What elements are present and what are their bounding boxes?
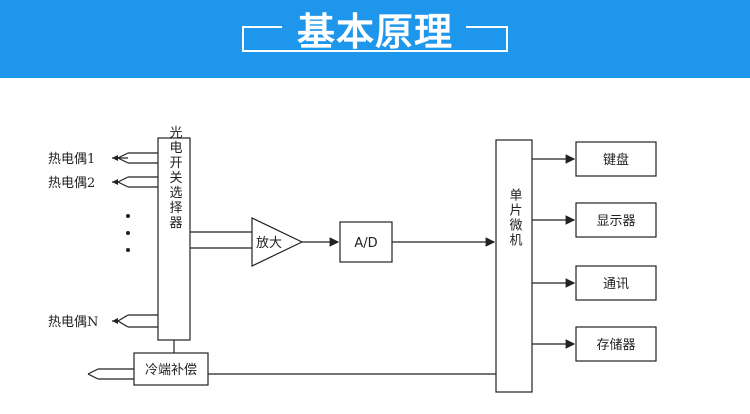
- header-banner: 基本原理: [0, 0, 750, 78]
- frame-left-top: [242, 26, 282, 28]
- frame-right-top: [466, 26, 508, 28]
- output-storage-label: 存储器: [596, 338, 635, 353]
- selector-label: 光电开关选择器: [167, 126, 183, 231]
- tc1-label: 热电偶1: [48, 152, 95, 167]
- tcn-label: 热电偶N: [48, 315, 98, 330]
- frame-left-vert: [242, 26, 244, 52]
- ellipsis-dot: [126, 214, 130, 218]
- tc2-label: 热电偶2: [48, 176, 95, 191]
- comm-box: [575, 265, 657, 301]
- block-diagram: 热电偶1 热电偶2 热电偶N 光电开关选择器 放大 A/D 单片微机 键盘 显示…: [48, 126, 657, 393]
- keyboard-box: [575, 141, 657, 177]
- mcu-box: [495, 139, 533, 393]
- ellipsis-dot: [126, 248, 130, 252]
- amp-triangle: [251, 217, 304, 267]
- display-box: [575, 202, 657, 238]
- ellipsis-dot: [126, 231, 130, 235]
- output-keyboard-label: 键盘: [603, 152, 629, 168]
- frame-bottom: [242, 50, 508, 52]
- frame-right-vert: [506, 26, 508, 52]
- output-comm-label: 通讯: [603, 277, 629, 292]
- amp-label: 放大: [256, 236, 282, 251]
- storage-box: [575, 326, 657, 362]
- mcu-label: 单片微机: [507, 188, 523, 248]
- cold-comp-label: 冷端补偿: [145, 363, 197, 378]
- page-title: 基本原理: [296, 10, 453, 54]
- output-display-label: 显示器: [596, 214, 635, 229]
- adc-label: A/D: [354, 236, 377, 251]
